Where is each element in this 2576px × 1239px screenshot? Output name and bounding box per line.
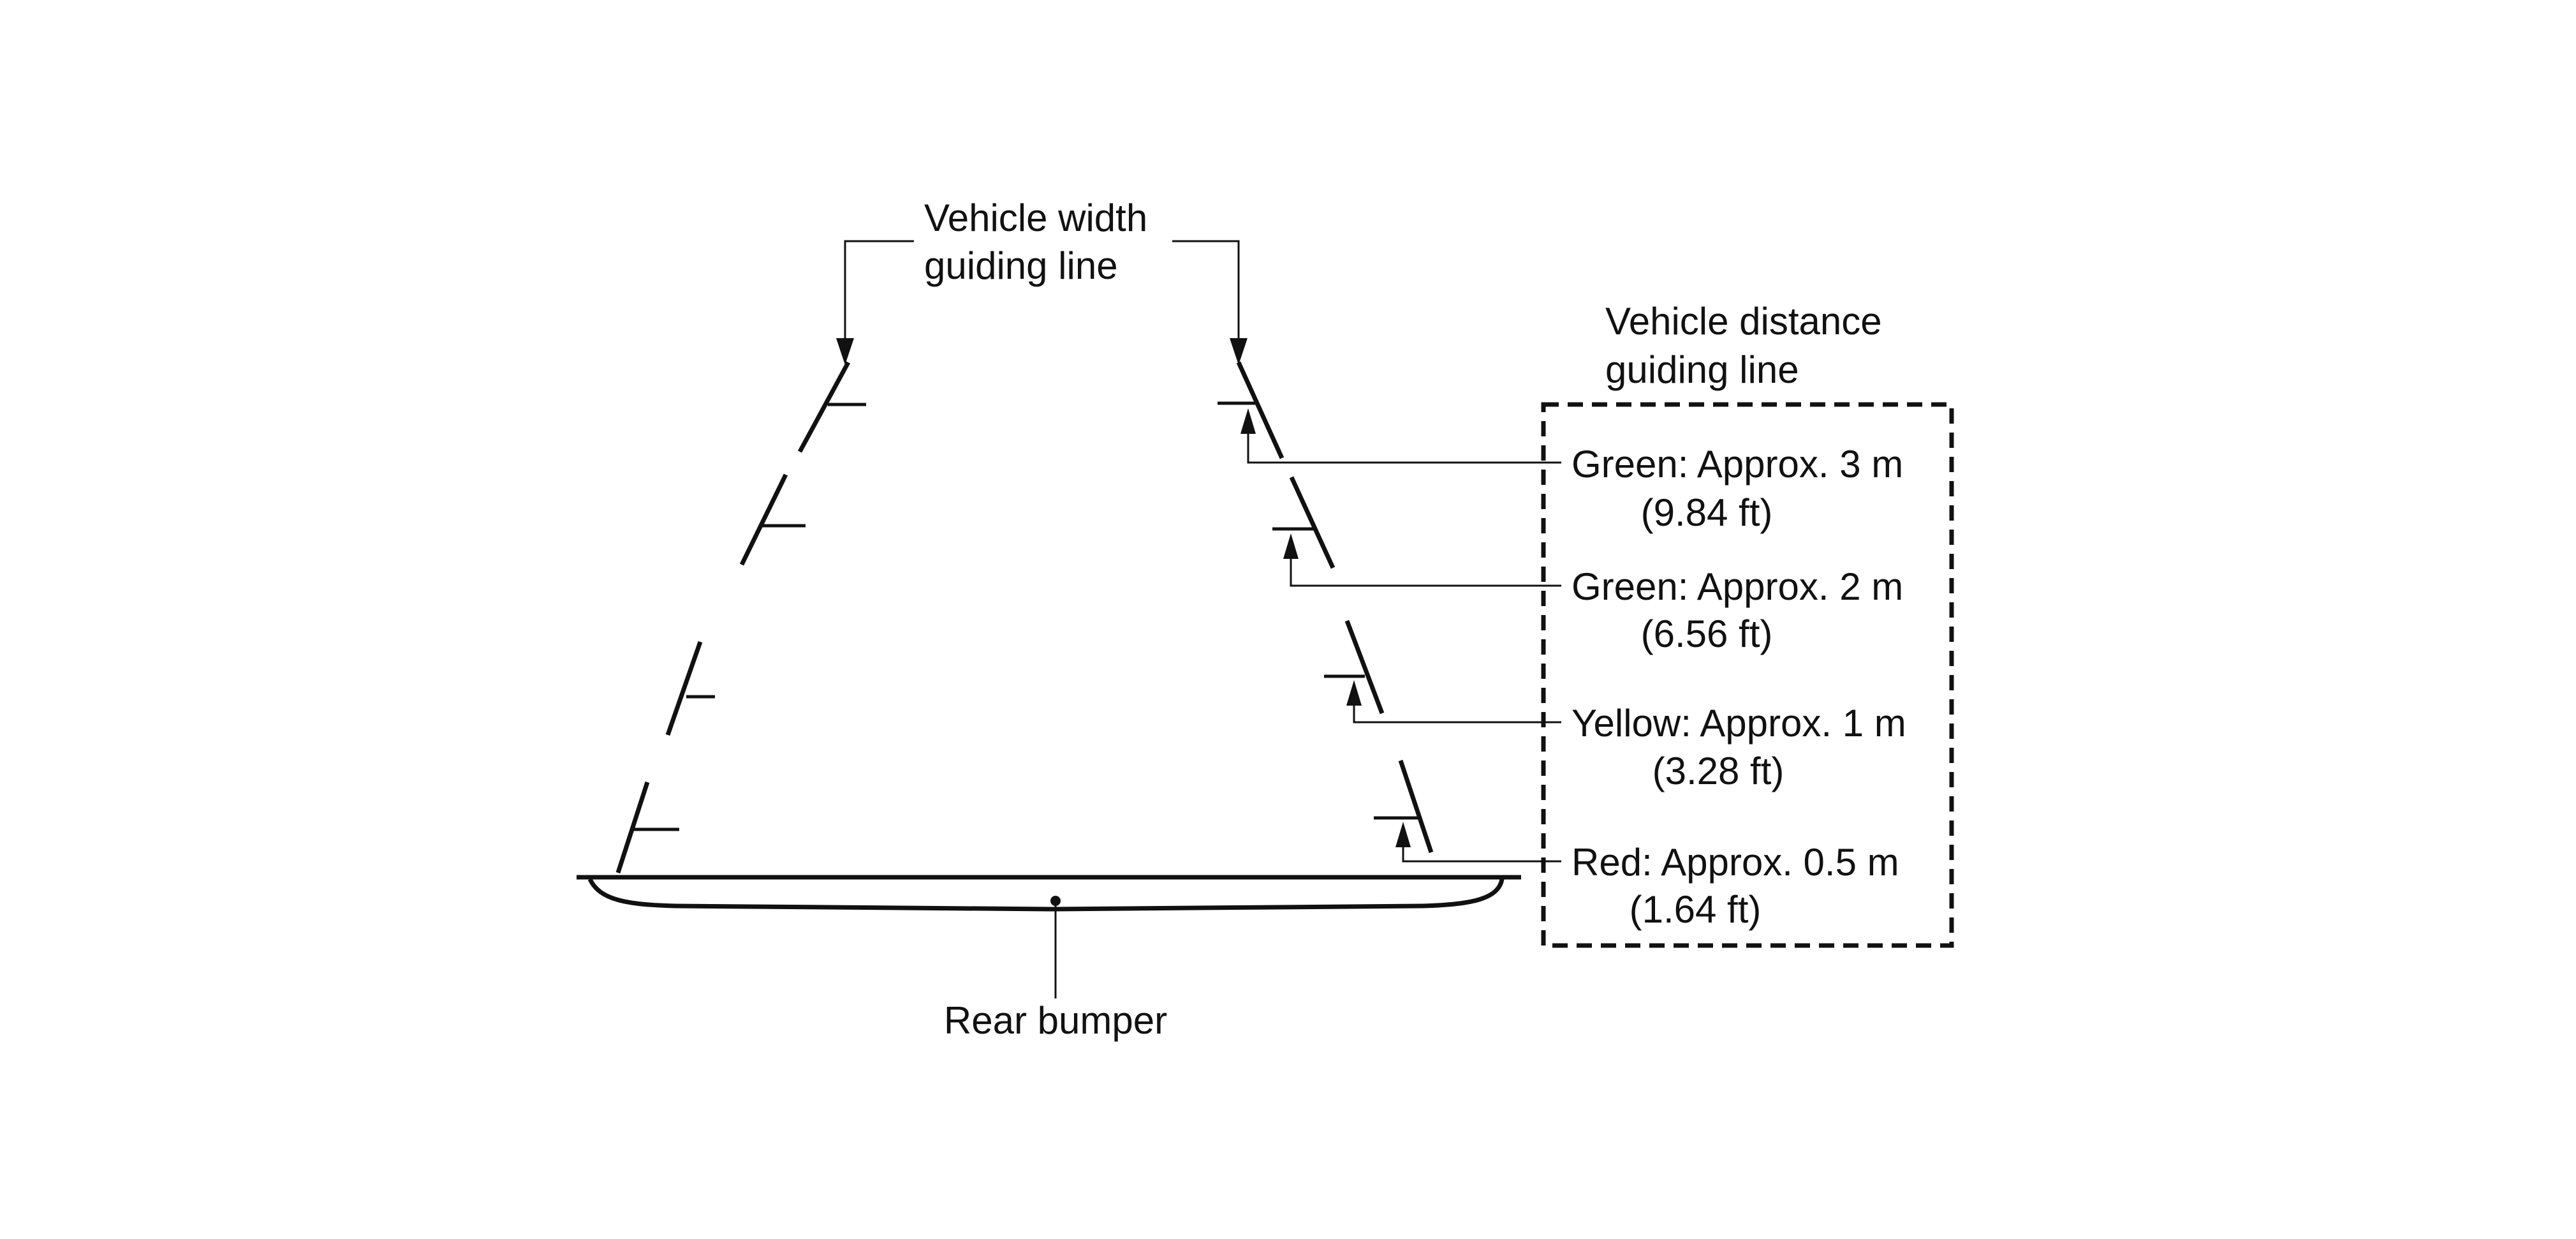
distance-guide-label-line1: Vehicle distance [1605,300,1882,343]
width-guide-leader-left [844,240,914,345]
left-guide-segment [739,473,788,566]
distance-legend-box [1541,402,1954,948]
distance-arrow-2m [1283,533,1299,559]
left-guide-segment [665,641,703,736]
right-guide-segment [1236,361,1284,459]
distance-legend-1m-line1: Yellow: Approx. 1 m [1571,702,1906,745]
distance-legend-3m-line1: Green: Approx. 3 m [1571,443,1903,486]
distance-legend-2m-line2: (6.56 ft) [1641,612,1773,655]
width-guide-label-line2: guiding line [924,244,1118,287]
distance-legend-3m-line2: (9.84 ft) [1641,491,1773,534]
distance-legend-1m-line2: (3.28 ft) [1652,750,1785,792]
width-guide-label-line1: Vehicle width [924,197,1147,239]
distance-guide-label-line2: guiding line [1605,348,1799,391]
distance-arrow-0-5m [1395,822,1411,847]
width-guide-leader-right [1172,240,1240,345]
right-guide-segment [1344,620,1385,715]
distance-leaders [1240,408,1561,863]
bumper-outline [587,878,1505,912]
distance-legend-2m-line1: Green: Approx. 2 m [1571,565,1903,608]
distance-leader-3m [1247,429,1561,464]
distance-leader-2m [1290,555,1561,587]
rear-bumper: Rear bumper [577,875,1521,1042]
left-width-guide-line [615,361,866,874]
distance-arrow-1m [1346,680,1362,706]
width-guide-arrow-left [836,338,854,365]
left-guide-segment [797,361,851,453]
distance-legend-0-5m-line2: (1.64 ft) [1630,888,1762,931]
left-guide-segment [615,781,650,874]
right-guide-segment [1398,759,1434,854]
distance-leader-0-5m [1402,842,1561,863]
bumper-label: Rear bumper [944,999,1167,1042]
right-guide-segment [1289,476,1336,569]
width-guide-callout: Vehicle width guiding line [836,197,1248,365]
width-guide-arrow-right [1230,338,1248,365]
distance-legend-0-5m-line1: Red: Approx. 0.5 m [1571,841,1899,884]
distance-leader-1m [1353,701,1561,723]
distance-legend: Green: Approx. 3 m (9.84 ft) Green: Appr… [1571,443,1906,931]
distance-arrow-3m [1240,408,1256,434]
right-width-guide-line [1218,361,1434,854]
distance-guide-callout: Vehicle distance guiding line [1541,300,1954,948]
